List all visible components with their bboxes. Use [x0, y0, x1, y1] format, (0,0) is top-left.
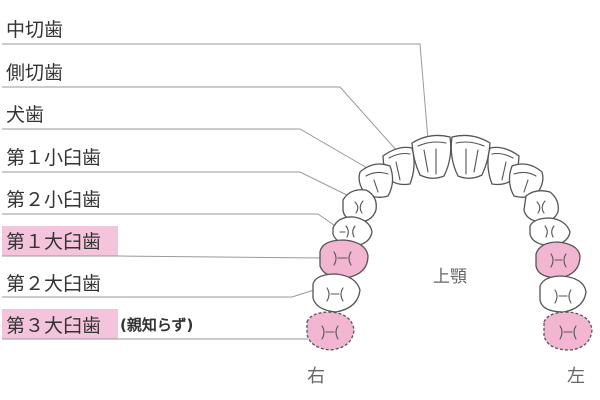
- tooth-second-molar-right: [312, 273, 361, 313]
- label-lateral-incisor: 側切歯: [6, 62, 63, 84]
- leader-line-second-molar: [120, 289, 315, 298]
- tooth-central-incisor-right: [411, 134, 452, 179]
- label-second-molar: 第２大臼歯: [6, 273, 101, 295]
- leader-line-second-premolar: [120, 213, 339, 229]
- leader-line-lateral-incisor: [120, 86, 399, 153]
- side-label-left: 左: [567, 366, 585, 387]
- leader-line-first-premolar: [120, 171, 354, 199]
- tooth-canine-right: [358, 163, 394, 198]
- label-second-premolar: 第２小臼歯: [6, 189, 101, 211]
- tooth-third-molar-left: [543, 311, 593, 351]
- tooth-third-molar-right: [306, 311, 355, 351]
- label-central-incisor: 中切歯: [6, 19, 63, 41]
- label-third-molar: 第３大臼歯: [6, 315, 101, 337]
- tooth-first-molar-left: [535, 241, 581, 279]
- label-wisdom-note: (親知らず): [120, 316, 193, 334]
- label-canine: 犬歯: [6, 104, 44, 126]
- tooth-second-premolar-left: [529, 217, 571, 247]
- label-highlight-third-molar: [2, 309, 118, 339]
- label-first-molar: 第１大臼歯: [6, 231, 101, 253]
- side-label-right: 右: [307, 366, 325, 387]
- label-highlight-first-molar: [2, 226, 118, 256]
- tooth-first-premolar-left: [523, 190, 559, 223]
- tooth-second-molar-left: [539, 275, 587, 313]
- leader-line-canine: [120, 128, 375, 173]
- leader-line-central-incisor: [120, 43, 429, 141]
- tooth-central-incisor-left: [450, 134, 491, 179]
- jaw-label: 上顎: [433, 267, 467, 287]
- tooth-first-molar-right: [319, 239, 369, 279]
- leader-line-first-molar: [119, 255, 323, 259]
- label-first-premolar: 第１小臼歯: [6, 147, 101, 169]
- tooth-canine-left: [508, 163, 544, 198]
